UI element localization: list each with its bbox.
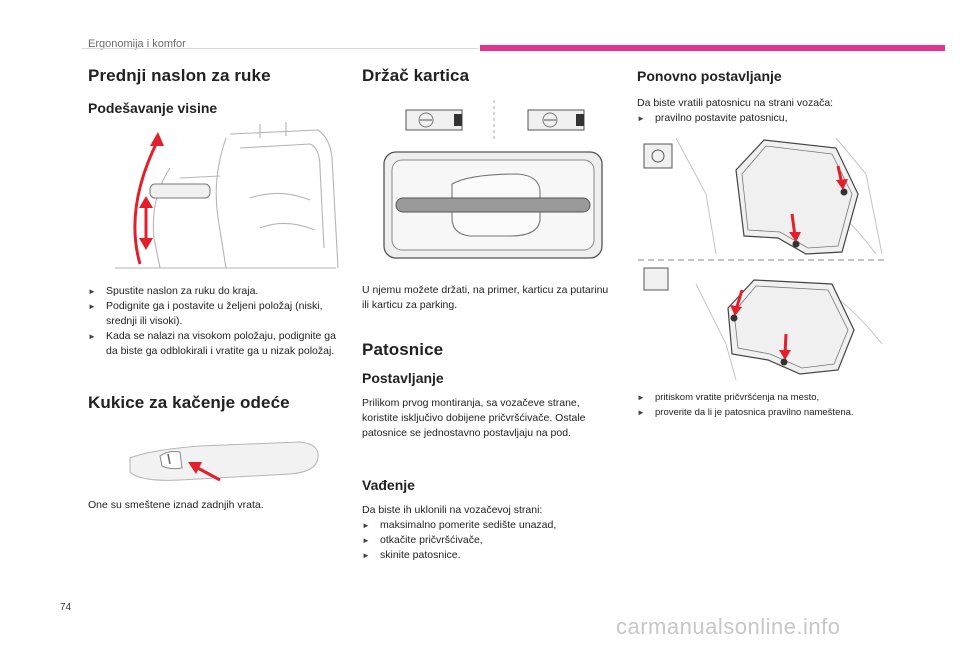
removal-intro: Da biste ih uklonili na vozačevoj strani… xyxy=(362,504,543,516)
armrest-title: Prednji naslon za ruke xyxy=(88,66,271,85)
list-item: skinite patosnice. xyxy=(362,548,610,563)
installation-text: Prilikom prvog montiranja, sa vozačeve s… xyxy=(362,397,586,439)
section-label: Ergonomija i komfor xyxy=(88,38,186,50)
refit-steps-bottom: pritiskom vratite pričvršćenja na mesto,… xyxy=(637,390,912,420)
refit-steps-top: pravilno postavite patosnicu, xyxy=(637,111,907,126)
list-item: Spustite naslon za ruku do kraja. xyxy=(88,284,350,299)
coat-hook-illustration xyxy=(129,441,319,482)
removal-subtitle: Vađenje xyxy=(362,477,415,493)
page-number: 74 xyxy=(60,602,72,613)
list-item: pritiskom vratite pričvršćenja na mesto, xyxy=(637,390,912,405)
header-accent-bar xyxy=(480,45,945,51)
refit-title: Ponovno postavljanje xyxy=(637,68,782,84)
card-holder-text: U njemu možete držati, na primer, kartic… xyxy=(362,284,609,311)
height-adjust-subtitle: Podešavanje visine xyxy=(88,100,218,116)
card-holder-position-icons xyxy=(405,100,585,142)
list-item: maksimalno pomerite sedište unazad, xyxy=(362,518,610,533)
floor-mat-fitting-illustration xyxy=(638,137,884,380)
hooks-title: Kukice za kačenje odeće xyxy=(88,393,290,412)
card-holder-title: Držač kartica xyxy=(362,66,470,85)
armrest-seat-illustration xyxy=(115,122,339,269)
refit-intro: Da biste vratili patosnicu na strani voz… xyxy=(637,97,834,109)
header-rule xyxy=(82,48,478,49)
hooks-text: One su smeštene iznad zadnjih vrata. xyxy=(88,499,264,511)
list-item: otkačite pričvršćivače, xyxy=(362,533,610,548)
list-item: Kada se nalazi na visokom položaju, podi… xyxy=(88,329,350,359)
card-holder-illustration xyxy=(383,151,603,259)
floor-mats-title: Patosnice xyxy=(362,340,444,359)
installation-subtitle: Postavljanje xyxy=(362,370,444,386)
list-item: proverite da li je patosnica pravilno na… xyxy=(637,405,912,420)
list-item: pravilno postavite patosnicu, xyxy=(637,111,907,126)
list-item: Podignite ga i postavite u željeni polož… xyxy=(88,299,350,329)
watermark: carmanualsonline.info xyxy=(616,614,841,639)
removal-steps: maksimalno pomerite sedište unazad, otka… xyxy=(362,518,610,563)
armrest-instructions: Spustite naslon za ruku do kraja. Podign… xyxy=(88,284,350,359)
